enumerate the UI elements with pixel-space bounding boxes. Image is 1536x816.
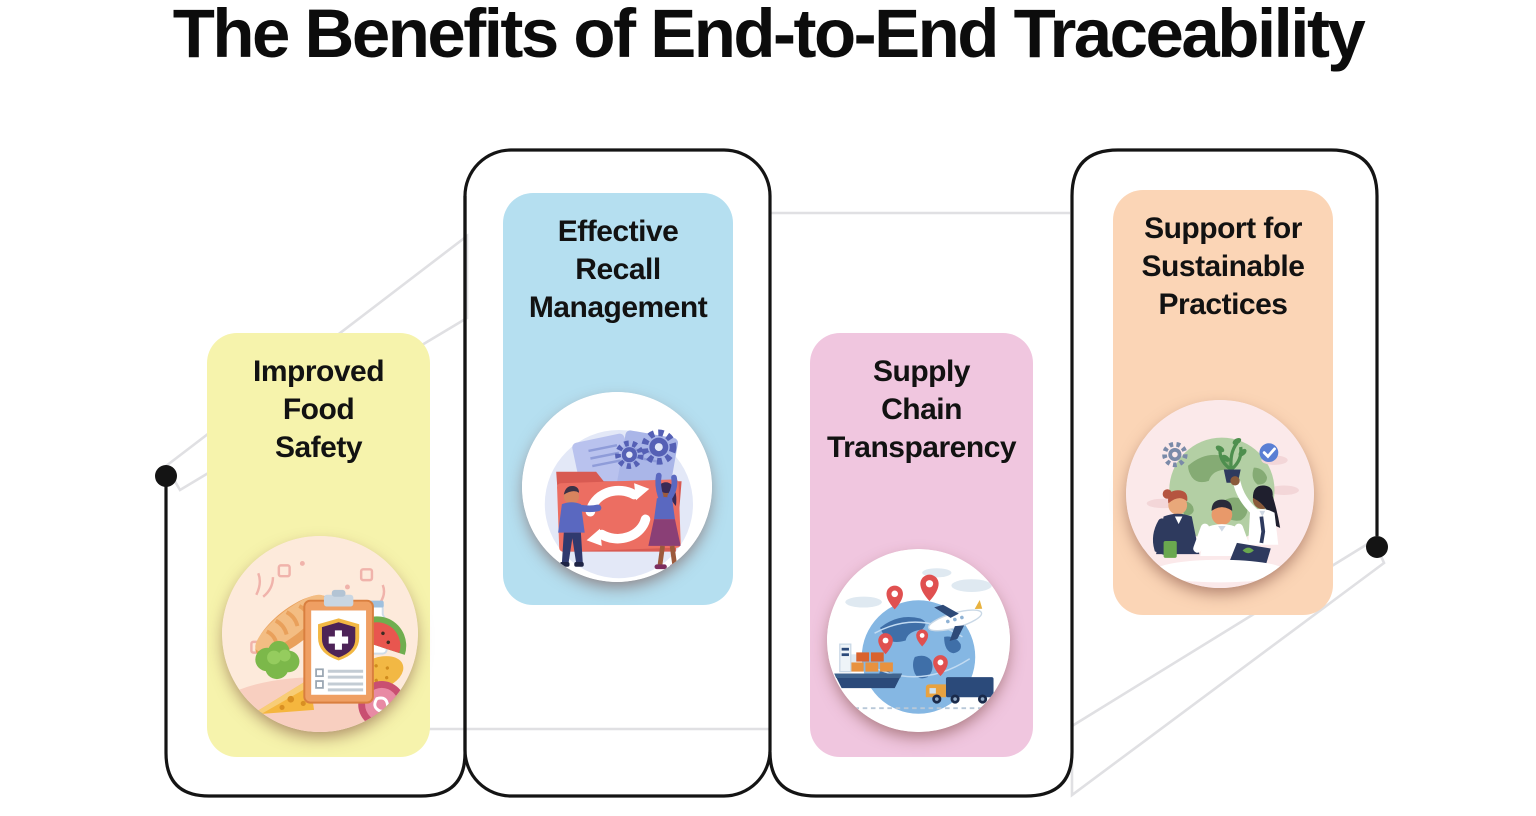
sustainable-practices-illustration (1126, 400, 1314, 588)
page-title: The Benefits of End-to-End Traceability (172, 0, 1366, 72)
supply-chain-illustration (827, 549, 1010, 732)
food-safety-illustration (222, 536, 418, 732)
card-label: Supply Chain Transparency (826, 355, 1017, 465)
start-dot (155, 465, 177, 487)
recall-management-illustration (522, 392, 712, 582)
card-label: Improved Food Safety (252, 355, 385, 465)
card-label: Effective Recall Management (528, 215, 708, 325)
card-label: Support for Sustainable Practices (1141, 212, 1305, 322)
end-dot (1366, 536, 1388, 558)
